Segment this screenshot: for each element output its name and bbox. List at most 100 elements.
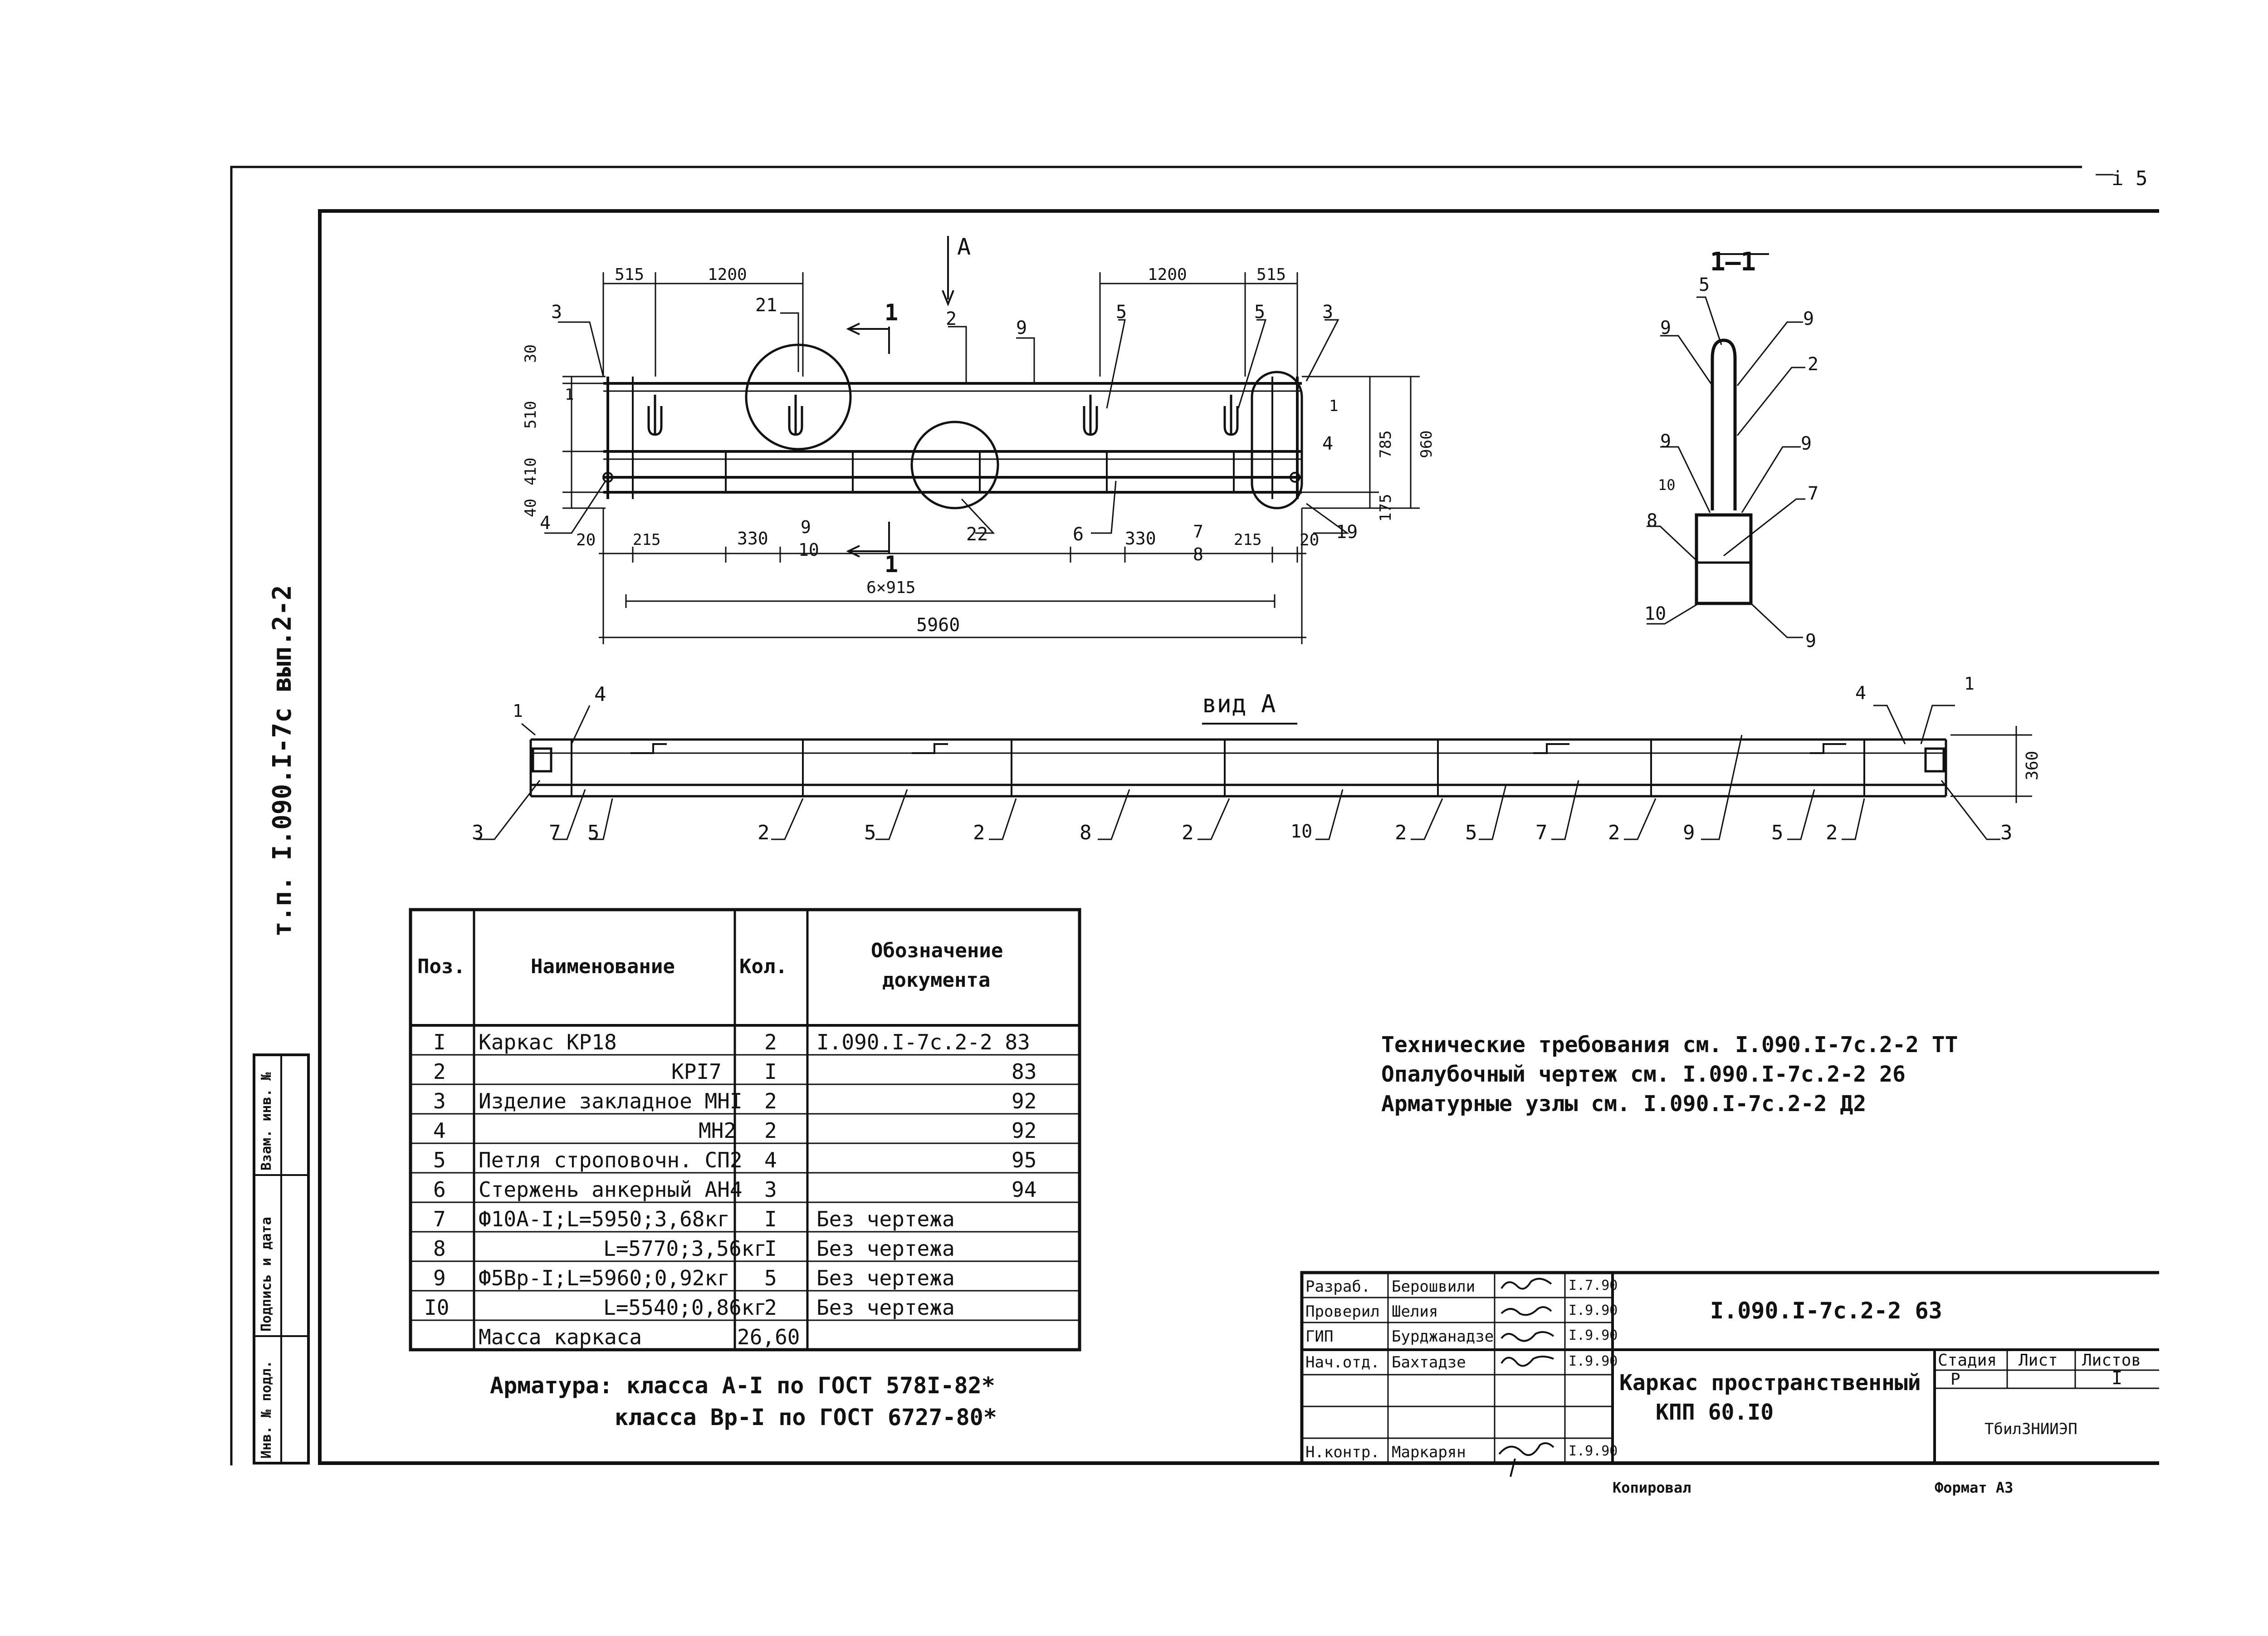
view-a-4-left: 4 — [594, 683, 606, 706]
spec-header-doc-1: Обозначение — [871, 939, 1003, 962]
spec-header-doc-2: документа — [882, 969, 991, 992]
spec-cell-doc: 94 — [1012, 1177, 1037, 1202]
tech-note-2: Опалубочный чертеж см. I.090.I-7с.2-2 26 — [1381, 1062, 1906, 1087]
leader-9-10-top: 9 — [801, 517, 811, 537]
spec-cell-pos: 4 — [433, 1118, 446, 1143]
view-a-leader-5: 2 — [973, 821, 985, 844]
dim-20-right: 20 — [1300, 531, 1320, 549]
sec-7: 7 — [1808, 483, 1819, 504]
spec-cell-pos: I — [433, 1030, 446, 1054]
leader-1-left: 1 — [565, 386, 574, 404]
sec-9d: 9 — [1801, 433, 1812, 454]
leader-7-8-bottom: 8 — [1193, 544, 1203, 564]
inner-frame — [318, 209, 2159, 1465]
tb-name: Бахтадзе — [1392, 1353, 1466, 1371]
spec-cell-qty: I — [764, 1059, 777, 1084]
spec-cell-pos: 3 — [433, 1089, 446, 1113]
dim-785: 785 — [1377, 430, 1395, 458]
page-number: i 5 — [2112, 167, 2148, 190]
tech-note-1: Технические требования см. I.090.I-7с.2-… — [1381, 1032, 1958, 1058]
dim-215-right: 215 — [1234, 531, 1262, 549]
sec-9b: 9 — [1803, 309, 1814, 329]
spec-cell-name: Стержень анкерный АН4 — [479, 1177, 743, 1202]
dim-960: 960 — [1418, 430, 1436, 458]
view-a — [476, 705, 2032, 840]
armature-note-1: Арматура: класса А-I по ГОСТ 578I-82* — [490, 1372, 995, 1399]
spec-cell-qty: 2 — [764, 1118, 777, 1143]
view-a-leader-16: 3 — [2000, 821, 2013, 844]
spec-cell-name: Изделие закладное МНI — [479, 1089, 743, 1113]
view-a-title: вид А — [1202, 690, 1276, 718]
spec-cell-doc: Без чертежа — [816, 1236, 955, 1261]
view-a-leader-10: 5 — [1465, 821, 1477, 844]
spec-cell-doc: 83 — [1012, 1059, 1037, 1084]
view-a-leader-15: 2 — [1826, 821, 1838, 844]
leader-7-8-top: 7 — [1193, 522, 1203, 542]
view-a-1-left: 1 — [513, 701, 523, 721]
view-a-leader-7: 2 — [1182, 821, 1194, 844]
leader-3-right: 3 — [1322, 302, 1334, 323]
stage-value: Р — [1950, 1370, 1960, 1389]
dim-1200-right: 1200 — [1148, 265, 1187, 284]
spec-cell-name: Ф5Вр-I;L=5960;0,92кг — [479, 1266, 730, 1290]
dim-410: 410 — [522, 457, 540, 485]
leader-5b: 5 — [1254, 302, 1266, 323]
leader-4-left: 4 — [540, 513, 551, 534]
leader-4-right: 4 — [1322, 433, 1334, 454]
section-title: 1—1 — [1710, 247, 1756, 277]
spec-cell-qty: 4 — [764, 1148, 777, 1172]
sec-10a: 10 — [1658, 476, 1676, 494]
signatures — [1498, 1278, 1554, 1477]
dim-330-left: 330 — [737, 529, 768, 549]
spec-cell-pos: 8 — [433, 1236, 446, 1261]
view-a-dim-360: 360 — [2023, 750, 2042, 780]
spec-header-pos: Поз. — [417, 955, 465, 978]
spec-cell-qty: 3 — [764, 1177, 777, 1202]
spec-cell-qty: 2 — [764, 1089, 777, 1113]
tb-name: Маркарян — [1392, 1443, 1466, 1461]
view-a-leader-14: 5 — [1771, 821, 1784, 844]
trim-line — [230, 166, 2082, 1465]
view-a-leader-2: 5 — [587, 821, 600, 844]
spec-cell-name: Каркас КР18 — [479, 1030, 617, 1054]
section-mark-bottom: 1 — [885, 551, 899, 578]
section-1-1 — [1647, 253, 1805, 638]
dim-5960: 5960 — [916, 615, 960, 636]
spec-cell-name: МН2 — [699, 1118, 737, 1143]
spec-cell-qty: I — [764, 1207, 777, 1231]
spec-cell-pos: 6 — [433, 1177, 446, 1202]
view-a-leader-9: 2 — [1395, 821, 1407, 844]
front-view — [544, 236, 1420, 644]
title-block-grid — [1300, 1271, 2159, 1463]
spec-cell-pos: I0 — [424, 1295, 450, 1320]
tb-date: I.9.90 — [1569, 1443, 1618, 1459]
leader-21: 21 — [755, 295, 777, 316]
side-stamp: т.п. I.090.I-7с вып.2-2 — [268, 585, 297, 937]
tb-date: I.9.90 — [1569, 1353, 1618, 1369]
view-a-leader-8: 10 — [1290, 821, 1313, 842]
armature-note-2: класса Вр-I по ГОСТ 6727-80* — [615, 1404, 997, 1430]
sec-10b: 10 — [1644, 603, 1667, 624]
tb-date: I.9.90 — [1569, 1327, 1618, 1343]
section-mark-top: 1 — [885, 299, 899, 326]
organization: ТбилЗНИИЭП — [1984, 1420, 2077, 1438]
spec-cell-pos: 9 — [433, 1266, 446, 1290]
title-line-1: Каркас пространственный — [1619, 1370, 1921, 1396]
leader-22: 22 — [966, 524, 988, 545]
sec-9a: 9 — [1660, 318, 1672, 338]
dim-515-right: 515 — [1256, 265, 1286, 284]
spec-cell-doc: 95 — [1012, 1148, 1037, 1172]
spec-table-grid — [409, 908, 1081, 1352]
spec-cell-doc: I.090.I-7с.2-2 83 — [816, 1030, 1030, 1054]
spec-cell-pos: 7 — [433, 1207, 446, 1231]
leader-9-10-bottom: 10 — [798, 540, 819, 560]
tb-role: Н.контр. — [1305, 1443, 1380, 1461]
spec-cell-qty: I — [764, 1236, 777, 1261]
sheets-header: Листов — [2082, 1351, 2141, 1370]
tb-name: Бурджанадзе — [1392, 1327, 1494, 1346]
view-a-leader-3: 2 — [758, 821, 770, 844]
leader-2: 2 — [946, 309, 957, 329]
tb-name: Шелия — [1392, 1303, 1438, 1321]
doc-code: I.090.I-7с.2-2 63 — [1710, 1298, 1942, 1324]
